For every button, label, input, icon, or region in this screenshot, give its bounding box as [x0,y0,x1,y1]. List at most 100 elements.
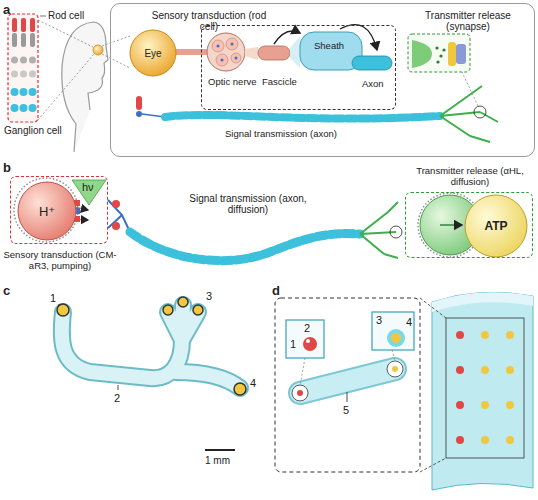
optic-nerve-art [217,45,220,48]
callout-number: 1 [50,292,56,305]
model-render [300,369,395,393]
model-render [300,358,305,386]
model-render [481,331,489,339]
axon-art-b [112,222,120,230]
panel-frame: Sensory transduction (rod cell) Transmitt… [110,3,535,157]
device-photo [163,305,173,315]
synapse-inset [408,34,470,72]
model-render [286,320,324,358]
retina-inset [21,18,26,32]
model-render [306,339,310,343]
axon-art-b [112,200,120,208]
optic-nerve-art [176,49,207,55]
retina-inset [8,14,38,122]
axon-art-a [136,96,142,110]
retina-inset [11,88,19,96]
head-outline [62,22,108,152]
model-render [506,331,514,339]
head-outline [102,36,130,46]
node-text: Transmitter release (synapse) [403,10,533,32]
model-render [506,436,514,444]
optic-nerve-art [258,46,290,60]
optic-nerve-art [226,38,238,50]
section-label: Signal transmission (axon, diffusion) [176,193,320,215]
model-render [432,292,533,312]
circle-shape [130,30,176,76]
model-render [392,366,398,372]
retina-inset [20,104,28,112]
retina-inset [29,71,36,78]
axon-art-b [360,202,398,258]
synapse-inset [448,42,456,66]
model-render [456,331,464,339]
panel-letter: a [3,2,10,17]
head-outline [102,54,130,68]
retina-inset [20,88,28,96]
model-render [275,292,533,490]
retina-inset [11,71,18,78]
callout-number: 5 [343,404,349,417]
node-text: Sensory transduction (CM-aR3, pumping) [3,249,117,271]
optic-nerve-art [207,33,245,71]
model-render [420,298,446,318]
circle-shape [465,195,527,257]
device-photo [178,297,188,307]
optic-nerve-art [235,57,238,60]
model-render [432,292,533,490]
synapse-inset [442,48,445,51]
callout-number: 3 [206,290,212,303]
node-text: Eye [129,48,177,59]
retina-inset [40,16,46,17]
model-render [506,401,514,409]
optic-nerve-art [245,47,258,60]
synapse-inset [439,54,442,57]
symbol-label: hν [82,181,94,194]
head-outline [38,20,93,47]
model-render [481,436,489,444]
eye-circle: Eye [129,29,177,77]
retina-inset [11,57,18,64]
model-render [275,298,420,472]
model-render [300,369,395,393]
model-render [481,401,489,409]
optic-nerve-art [212,40,224,52]
node-text: Transmitter release (αHL, diffusion) [398,165,538,187]
retina-inset [30,18,35,32]
device-photo [234,383,246,395]
synapse-inset [435,46,438,49]
inset-box: Optic nerveFascicleSheathAxon [201,25,396,110]
model-render [456,401,464,409]
model-render [387,329,405,347]
sensory-art-b [14,178,106,242]
retina-inset [12,18,17,32]
optic-nerve-art [216,54,228,66]
part-label: Ganglion cell [4,125,62,136]
retina-inset [29,88,37,96]
callout-number: 2 [304,322,310,335]
retina-inset [29,57,36,64]
device-photo [57,297,246,450]
model-render [446,318,524,458]
device-photo [62,305,240,388]
optic-nerve-art [231,53,241,63]
head-outline [38,54,94,120]
synapse-inset [456,44,466,64]
synapse-inset [408,34,470,72]
retina-inset [30,33,35,47]
vesicle-art-b [440,224,462,225]
node-text: Sheath [314,40,344,51]
axon-art-b [390,226,402,238]
optic-nerve-art [352,56,392,70]
node-text: Axon [362,78,384,89]
node-text: Sensory transduction (rod cell) [149,10,269,32]
node-text: ATP [464,219,528,233]
device-photo [205,449,235,451]
axon-art-a [474,106,486,118]
retina-inset [21,33,26,47]
panel-letter: c [3,283,10,298]
synapse-inset [436,60,439,63]
callout-number: 3 [376,314,382,327]
callout-number: 2 [114,392,120,405]
retina-inset [12,33,17,47]
axon-art-b [108,200,130,232]
